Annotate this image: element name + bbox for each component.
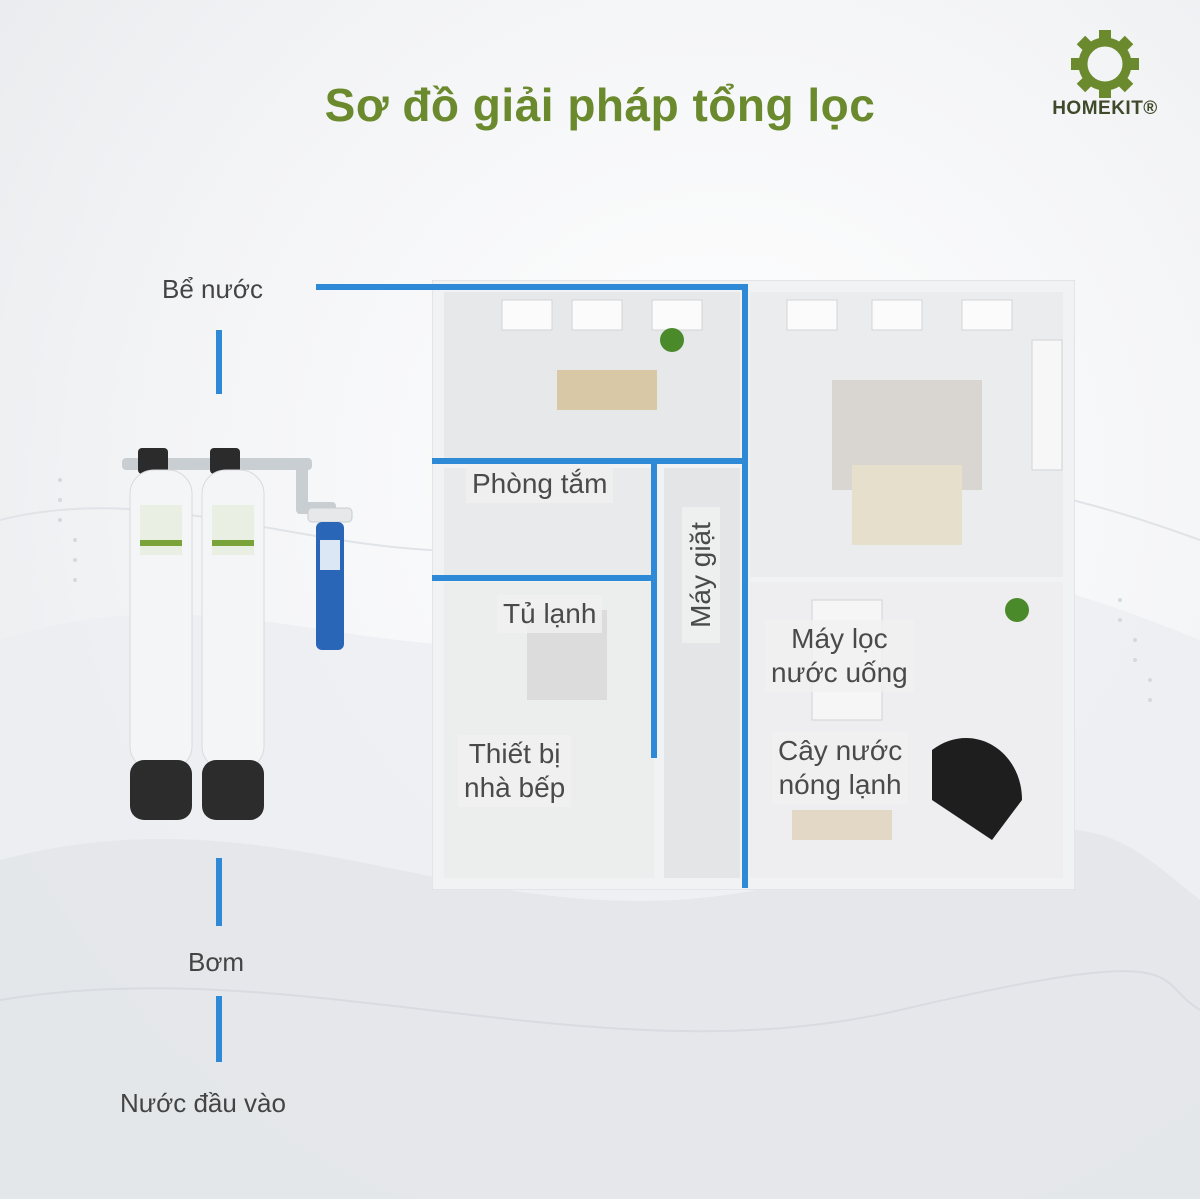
room-label-dispenser: Cây nước nóng lạnh: [772, 732, 909, 804]
pipe-top-main: [316, 284, 748, 290]
dispenser-line1: Cây nước: [778, 735, 903, 766]
room-label-washer: Máy giặt: [682, 507, 720, 643]
pipe-house-vertical-main: [742, 284, 748, 888]
purifier-line2: nước uống: [771, 657, 908, 688]
filter-system-image: [122, 448, 353, 820]
gear-icon: [1071, 30, 1139, 98]
room-label-kitchen: Thiết bị nhà bếp: [458, 735, 572, 807]
pipe-pump-inlet: [216, 996, 222, 1062]
logo-text: HOMEKIT®: [1052, 98, 1158, 119]
pipe-washer-vertical: [651, 458, 657, 758]
room-label-fridge: Tủ lạnh: [497, 595, 603, 633]
pipe-bathroom-top: [432, 458, 744, 464]
inlet-label: Nước đầu vào: [120, 1088, 286, 1118]
pipe-to-pump: [216, 858, 222, 926]
room-label-purifier: Máy lọc nước uống: [765, 620, 914, 692]
room-label-bathroom: Phòng tắm: [466, 465, 614, 503]
house-floorplan: [432, 280, 1075, 890]
kitchen-line2: nhà bếp: [464, 772, 566, 803]
pipe-kitchen-top: [432, 575, 656, 581]
pipe-tank-down: [216, 330, 222, 394]
tank-label: Bể nước: [162, 274, 263, 304]
homekit-logo: HOMEKIT®: [1040, 28, 1200, 128]
page-title: Sơ đồ giải pháp tổng lọc: [324, 79, 876, 131]
pump-label: Bơm: [188, 947, 245, 977]
purifier-line1: Máy lọc: [791, 623, 888, 654]
dispenser-line2: nóng lạnh: [778, 769, 902, 800]
kitchen-line1: Thiết bị: [468, 738, 561, 769]
